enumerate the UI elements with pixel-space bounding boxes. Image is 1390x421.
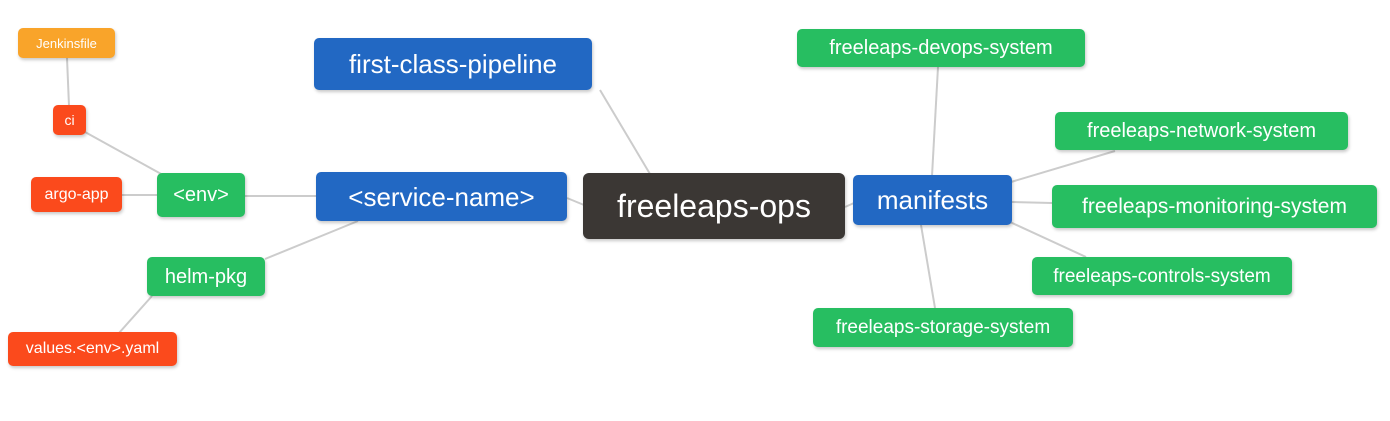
node-manifests[interactable]: manifests (853, 175, 1012, 225)
edge-service-name-to-freeleaps-ops (566, 197, 585, 206)
edge-ci-to-env (84, 131, 164, 176)
edge-first-class-pipeline-to-freeleaps-ops (599, 89, 651, 175)
edge-manifests-to-freeleaps-monitoring-system (1011, 201, 1053, 204)
node-freeleaps-network-system[interactable]: freeleaps-network-system (1055, 112, 1348, 150)
edge-manifests-to-freeleaps-network-system (1010, 150, 1116, 183)
node-freeleaps-devops-system[interactable]: freeleaps-devops-system (797, 29, 1085, 67)
node-helm-pkg[interactable]: helm-pkg (147, 257, 265, 296)
edge-service-name-to-helm-pkg (264, 220, 359, 260)
node-freeleaps-ops[interactable]: freeleaps-ops (583, 173, 845, 239)
node-values-env-yaml[interactable]: values.<env>.yaml (8, 332, 177, 366)
edge-manifests-to-freeleaps-storage-system (920, 224, 936, 309)
edge-helm-pkg-to-values-env-yaml (118, 295, 153, 334)
node-freeleaps-controls-system[interactable]: freeleaps-controls-system (1032, 257, 1292, 295)
node-ci[interactable]: ci (53, 105, 86, 135)
edge-jenkinsfile-to-ci (66, 57, 70, 107)
edge-freeleaps-devops-system-to-manifests (931, 66, 939, 177)
node-freeleaps-monitoring-system[interactable]: freeleaps-monitoring-system (1052, 185, 1377, 228)
node-jenkinsfile[interactable]: Jenkinsfile (18, 28, 115, 58)
node-freeleaps-storage-system[interactable]: freeleaps-storage-system (813, 308, 1073, 347)
node-env[interactable]: <env> (157, 173, 245, 217)
node-service-name[interactable]: <service-name> (316, 172, 567, 221)
node-argo-app[interactable]: argo-app (31, 177, 122, 212)
node-first-class-pipeline[interactable]: first-class-pipeline (314, 38, 592, 90)
